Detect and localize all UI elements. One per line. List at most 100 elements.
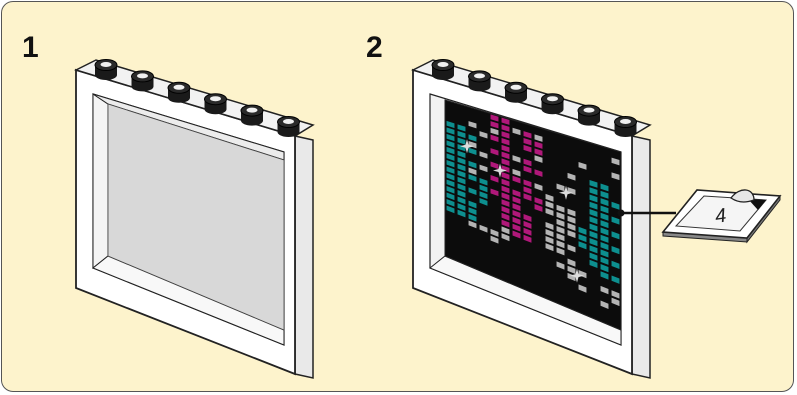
pixel-tile bbox=[501, 158, 510, 166]
pixel-tile bbox=[545, 207, 554, 216]
pixel-tile bbox=[545, 236, 554, 245]
step-1-number: 1 bbox=[22, 31, 39, 64]
stud-icon bbox=[94, 59, 118, 80]
pixel-tile bbox=[457, 189, 466, 198]
step-2-studs bbox=[431, 59, 637, 137]
stud-icon bbox=[577, 104, 601, 126]
pixel-tile bbox=[545, 221, 554, 230]
pixel-tile bbox=[600, 285, 609, 295]
pixel-tile bbox=[523, 186, 532, 195]
pixel-tile bbox=[600, 198, 609, 207]
pixel-tile bbox=[512, 189, 521, 198]
pixel-tile bbox=[611, 246, 620, 255]
pixel-tile bbox=[479, 151, 488, 159]
sticker-dark-corner bbox=[748, 199, 766, 210]
pixel-tile bbox=[567, 172, 576, 181]
pixel-tile bbox=[512, 216, 521, 225]
pixel-tile bbox=[567, 222, 576, 231]
pixel-tile bbox=[501, 205, 510, 214]
stud-icon bbox=[431, 59, 455, 80]
sparkle-icon bbox=[460, 139, 474, 154]
pixel-tile bbox=[468, 134, 477, 142]
pixel-tile bbox=[600, 220, 609, 229]
pixel-tile bbox=[457, 157, 466, 165]
pixel-tile bbox=[446, 166, 455, 174]
pixel-tile bbox=[457, 137, 466, 145]
pixel-tile bbox=[457, 124, 466, 132]
pixel-tile bbox=[501, 124, 510, 132]
pixel-tile bbox=[611, 201, 620, 210]
pixel-tile bbox=[534, 204, 543, 212]
pixel-tile bbox=[512, 223, 521, 232]
pixel-tile bbox=[501, 212, 510, 221]
pixel-tile bbox=[479, 177, 488, 186]
pixel-tile bbox=[512, 127, 521, 136]
pixel-tile bbox=[490, 148, 499, 156]
pixel-tile bbox=[567, 187, 576, 195]
pixel-tile bbox=[501, 192, 510, 201]
pixel-tile bbox=[523, 220, 532, 229]
pixel-tile bbox=[600, 249, 609, 258]
pixel-tile bbox=[578, 234, 587, 243]
pixel-tile bbox=[490, 175, 499, 183]
pixel-tile bbox=[556, 247, 565, 256]
pixel-tile bbox=[501, 172, 510, 180]
pixel-tile bbox=[578, 162, 587, 170]
pixel-tile bbox=[512, 209, 521, 218]
pixel-tile bbox=[457, 170, 466, 178]
pixel-tile bbox=[578, 226, 587, 235]
pixel-tile bbox=[501, 226, 510, 235]
pixel-tile bbox=[512, 168, 521, 177]
pixel-tile bbox=[523, 179, 532, 188]
pixel-tile bbox=[468, 207, 477, 215]
pixel-tile bbox=[512, 196, 521, 205]
pixel-tile bbox=[611, 297, 620, 307]
pixel-tile bbox=[479, 197, 488, 206]
sparkle-icon bbox=[559, 185, 573, 200]
pixel-tile bbox=[611, 216, 620, 225]
pixel-tile bbox=[457, 144, 466, 152]
pixel-tile bbox=[556, 183, 565, 192]
pixel-tile bbox=[600, 263, 609, 273]
pixel-tile bbox=[468, 187, 477, 195]
sparkle-group bbox=[460, 139, 584, 283]
pixel-tile bbox=[457, 163, 466, 172]
pixel-tile bbox=[589, 252, 598, 261]
pixel-tile bbox=[523, 213, 532, 222]
pixel-tile bbox=[479, 164, 488, 173]
pixel-tile bbox=[501, 178, 510, 187]
pixel-tile bbox=[567, 258, 576, 267]
pixel-tile bbox=[490, 121, 499, 129]
step-1-studs bbox=[94, 59, 300, 137]
pixel-tile bbox=[567, 230, 576, 239]
pixel-tile bbox=[457, 176, 466, 185]
pixel-tile bbox=[501, 219, 510, 228]
pixel-tile bbox=[523, 234, 532, 243]
pixel-tile bbox=[501, 199, 510, 207]
pixel-tile bbox=[589, 187, 598, 196]
pixel-tile bbox=[457, 150, 466, 158]
pixel-tile bbox=[556, 240, 565, 249]
pixel-tile bbox=[501, 233, 510, 242]
pixel-tile bbox=[523, 227, 532, 236]
pixel-tile bbox=[446, 146, 455, 155]
pixel-tile bbox=[534, 148, 543, 156]
pixel-tile bbox=[468, 174, 477, 182]
pixel-tile bbox=[600, 183, 609, 192]
pixel-tile bbox=[600, 256, 609, 265]
sticker-label: 4 bbox=[714, 205, 728, 228]
pixel-tile bbox=[600, 212, 609, 221]
pixel-tile bbox=[567, 265, 576, 274]
pixel-tile bbox=[556, 233, 565, 242]
stud-icon bbox=[614, 116, 637, 137]
pixel-tile bbox=[523, 165, 532, 174]
pixel-tile bbox=[523, 131, 532, 139]
pixel-tile bbox=[501, 131, 510, 139]
pixel-tile bbox=[611, 290, 620, 299]
pixel-tile bbox=[468, 147, 477, 156]
pixel-tile bbox=[611, 157, 620, 166]
pixel-tile bbox=[479, 184, 488, 193]
pixel-tile bbox=[446, 172, 455, 181]
pixel-grid bbox=[446, 114, 620, 309]
sparkle-icon bbox=[570, 268, 584, 283]
